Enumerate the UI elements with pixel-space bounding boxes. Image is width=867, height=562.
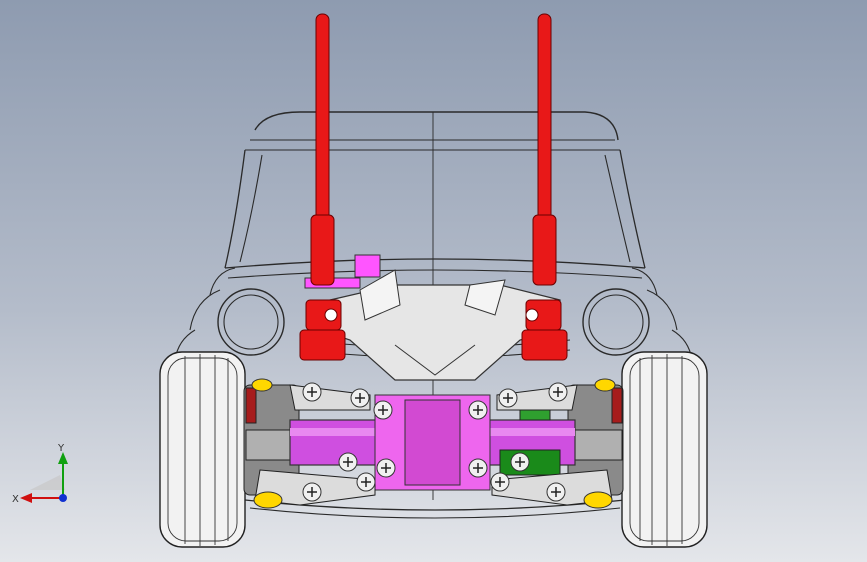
triad-plane-icon	[30, 475, 65, 490]
upper-suspension-mount[interactable]	[319, 269, 561, 381]
bolt-icon	[373, 400, 393, 420]
servo-mount[interactable]	[354, 254, 381, 278]
bolt-icon	[350, 388, 370, 408]
bolt-icon	[468, 400, 488, 420]
x-axis-label: X	[12, 494, 19, 505]
bolt-icon	[490, 472, 510, 492]
rod-ends	[251, 378, 616, 509]
bolts-group	[302, 382, 568, 502]
z-axis-dot-icon	[59, 494, 67, 502]
bolt-icon	[546, 482, 566, 502]
bolt-icon	[548, 382, 568, 402]
left-wheel[interactable]	[159, 351, 246, 548]
right-wheel[interactable]	[621, 351, 708, 548]
coordinate-triad[interactable]: Y X	[10, 440, 80, 510]
bolt-icon	[468, 458, 488, 478]
bolt-icon	[338, 452, 358, 472]
bolt-icon	[498, 388, 518, 408]
bolt-icon	[376, 458, 396, 478]
bolt-icon	[510, 452, 530, 472]
bolt-icon	[302, 482, 322, 502]
y-axis-label: Y	[57, 443, 65, 454]
y-axis-arrow-icon	[58, 452, 68, 464]
left-steering-knuckle[interactable]	[243, 384, 307, 496]
bolt-icon	[356, 472, 376, 492]
bolt-icon	[302, 382, 322, 402]
right-gear-part[interactable]	[499, 449, 561, 476]
left-shock-absorber[interactable]	[299, 13, 346, 361]
x-axis-arrow-icon	[20, 493, 32, 503]
right-shock-absorber[interactable]	[521, 13, 568, 361]
